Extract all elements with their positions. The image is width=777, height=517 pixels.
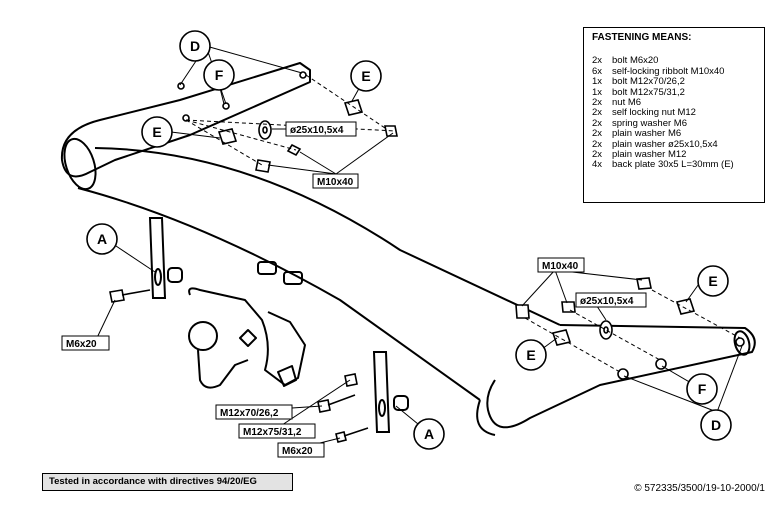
legend-item-qty: 6x <box>592 65 603 77</box>
legend-item: 2x plain washer M12 <box>592 149 756 161</box>
legend-item: 2x nut M6 <box>592 97 756 109</box>
legend-item-desc: back plate 30x5 L=30mm (E) <box>612 159 734 171</box>
legend-item-qty: 2x <box>592 117 603 129</box>
svg-text:E: E <box>361 68 370 84</box>
callout-f-top: F <box>203 59 235 91</box>
crossbar <box>60 62 756 436</box>
legend-item-qty: 2x <box>592 138 603 150</box>
label-bolt-right: M10x40 <box>537 257 585 273</box>
legend-item-qty: 2x <box>592 55 603 67</box>
legend-item: 6x self-locking ribbolt M10x40 <box>592 65 756 77</box>
svg-text:ø25x10,5x4: ø25x10,5x4 <box>580 296 634 307</box>
svg-text:D: D <box>711 417 721 433</box>
mounting-plate-left <box>148 217 183 299</box>
legend-item: 1x bolt M12x70/26,2 <box>592 76 756 88</box>
svg-text:E: E <box>526 347 535 363</box>
legend-item: 2x plain washer ø25x10,5x4 <box>592 138 756 150</box>
svg-text:M6x20: M6x20 <box>282 446 313 457</box>
certification-note: Tested in accordance with directives 94/… <box>42 473 293 491</box>
svg-text:ø25x10,5x4: ø25x10,5x4 <box>290 125 344 136</box>
legend-item: 2x spring washer M6 <box>592 117 756 129</box>
svg-text:M12x70/26,2: M12x70/26,2 <box>220 408 279 419</box>
legend-item-desc: plain washer M6 <box>612 128 682 140</box>
legend-item-desc: plain washer ø25x10,5x4 <box>612 138 718 150</box>
svg-text:M6x20: M6x20 <box>66 339 97 350</box>
callout-f-right: F <box>686 373 718 405</box>
legend-item-desc: self locking nut M12 <box>612 107 696 119</box>
legend-item-qty: 2x <box>592 128 603 140</box>
label-bolt-m12-75: M12x75/31,2 <box>238 423 316 439</box>
legend-item-qty: 1x <box>592 76 603 88</box>
callout-a-bottom: A <box>413 418 445 450</box>
callout-d-top: D <box>179 30 211 62</box>
svg-text:E: E <box>152 124 161 140</box>
legend-item-qty: 2x <box>592 107 603 119</box>
document-reference: © 572335/3500/19-10-2000/1 <box>634 483 765 494</box>
svg-text:E: E <box>708 273 717 289</box>
callout-a-left: A <box>86 223 118 255</box>
legend-item-desc: spring washer M6 <box>612 117 687 129</box>
label-bolt-left: M6x20 <box>61 335 110 351</box>
callout-d-right: D <box>700 409 732 441</box>
svg-text:F: F <box>215 67 224 83</box>
svg-text:M10x40: M10x40 <box>542 261 579 272</box>
legend-item-desc: plain washer M12 <box>612 149 687 161</box>
label-bolt-m12-70: M12x70/26,2 <box>215 404 293 420</box>
label-bolt-bottom: M6x20 <box>277 442 325 458</box>
svg-text:M12x75/31,2: M12x75/31,2 <box>243 427 302 438</box>
callout-e-right-lower: E <box>515 339 547 371</box>
label-bolt-top: M10x40 <box>312 173 359 189</box>
label-washer-right: ø25x10,5x4 <box>575 292 647 308</box>
callout-e-right: E <box>697 265 729 297</box>
legend-item-desc: nut M6 <box>612 97 642 109</box>
svg-text:D: D <box>190 38 200 54</box>
legend-title: FASTENING MEANS: <box>592 32 692 43</box>
legend-item: 1x bolt M12x75/31,2 <box>592 86 756 98</box>
label-washer-top: ø25x10,5x4 <box>285 121 357 137</box>
callout-e-top-left: E <box>141 116 173 148</box>
mounting-plate-right <box>372 351 409 433</box>
tow-ball-assembly <box>188 261 306 389</box>
legend-item-desc: self-locking ribbolt M10x40 <box>612 65 725 77</box>
legend-item: 2x bolt M6x20 <box>592 55 756 67</box>
legend-item-qty: 2x <box>592 149 603 161</box>
legend-item: 2x self locking nut M12 <box>592 107 756 119</box>
legend-item-qty: 2x <box>592 97 603 109</box>
legend-item-desc: bolt M12x70/26,2 <box>612 76 685 88</box>
fastening-means-legend: FASTENING MEANS: 2x bolt M6x20 6x self-lock… <box>583 27 765 203</box>
legend-list: 2x bolt M6x20 6x self-locking ribbolt M10x4… <box>592 55 756 171</box>
legend-item-desc: bolt M6x20 <box>612 55 659 67</box>
callout-e-top-right: E <box>350 60 382 92</box>
legend-item-qty: 4x <box>592 159 603 171</box>
svg-text:A: A <box>97 231 107 247</box>
legend-item-qty: 1x <box>592 86 603 98</box>
legend-item: 4x back plate 30x5 L=30mm (E) <box>592 159 756 171</box>
legend-item-desc: bolt M12x75/31,2 <box>612 86 685 98</box>
legend-item: 2x plain washer M6 <box>592 128 756 140</box>
svg-text:A: A <box>424 426 434 442</box>
svg-text:M10x40: M10x40 <box>317 177 354 188</box>
svg-text:F: F <box>698 381 707 397</box>
